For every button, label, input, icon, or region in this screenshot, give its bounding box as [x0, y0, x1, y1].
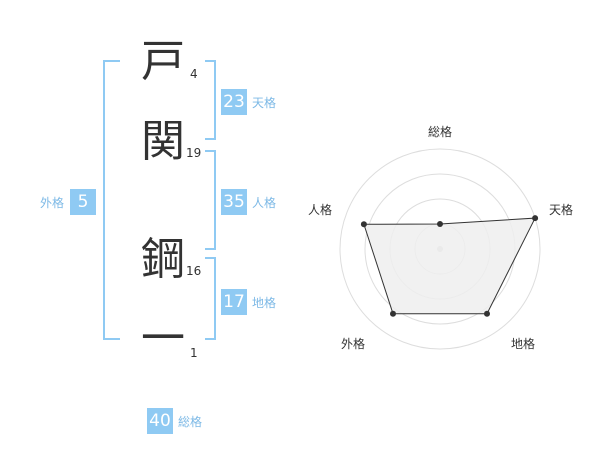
name-char-1: 戸 [141, 36, 185, 87]
tenkaku-badge: 23 天格 [221, 89, 276, 115]
gaikaku-bracket [103, 60, 120, 340]
radar-point-2 [532, 215, 539, 222]
radar-grid-ring [339, 148, 541, 350]
stroke-count-3: 16 [186, 264, 202, 278]
radar-label-tenkaku: 天格 [549, 203, 574, 217]
chikaku-badge: 17 地格 [221, 289, 276, 315]
gaikaku-badge: 外格 5 [40, 189, 97, 215]
jinkaku-label: 人格 [252, 195, 277, 210]
tenkaku-label: 天格 [252, 95, 277, 110]
chikaku-label: 地格 [252, 295, 277, 310]
soukaku-label: 総格 [178, 414, 203, 429]
jinkaku-badge: 35 人格 [221, 189, 276, 215]
jinkaku-bracket [205, 150, 216, 250]
stroke-count-1: 4 [190, 67, 198, 81]
name-char-2: 関 [141, 116, 185, 167]
radar-label-chikaku: 地格 [511, 337, 536, 351]
soukaku-badge: 40 総格 [147, 408, 202, 434]
radar-label-soukaku: 総格 [428, 125, 453, 139]
chikaku-bracket [205, 257, 216, 340]
radar-label-gaikaku: 外格 [341, 337, 366, 351]
stroke-count-2: 19 [186, 146, 202, 160]
tenkaku-value: 23 [221, 89, 247, 115]
radar-point-1 [437, 221, 443, 227]
name-char-3: 鋼 [141, 234, 185, 285]
stroke-count-4: 1 [190, 346, 198, 360]
radar-point-5 [360, 221, 367, 228]
radar-point-4 [390, 310, 396, 317]
name-char-4: 一 [141, 313, 185, 364]
soukaku-value: 40 [147, 408, 173, 434]
chikaku-value: 17 [221, 289, 247, 315]
gaikaku-label: 外格 [40, 195, 65, 210]
jinkaku-value: 35 [221, 189, 247, 215]
radar-series-area [363, 217, 536, 315]
radar-label-jinkaku: 人格 [308, 203, 333, 217]
tenkaku-bracket [205, 60, 216, 140]
radar-point-3 [484, 310, 490, 317]
gaikaku-value: 5 [70, 189, 97, 215]
